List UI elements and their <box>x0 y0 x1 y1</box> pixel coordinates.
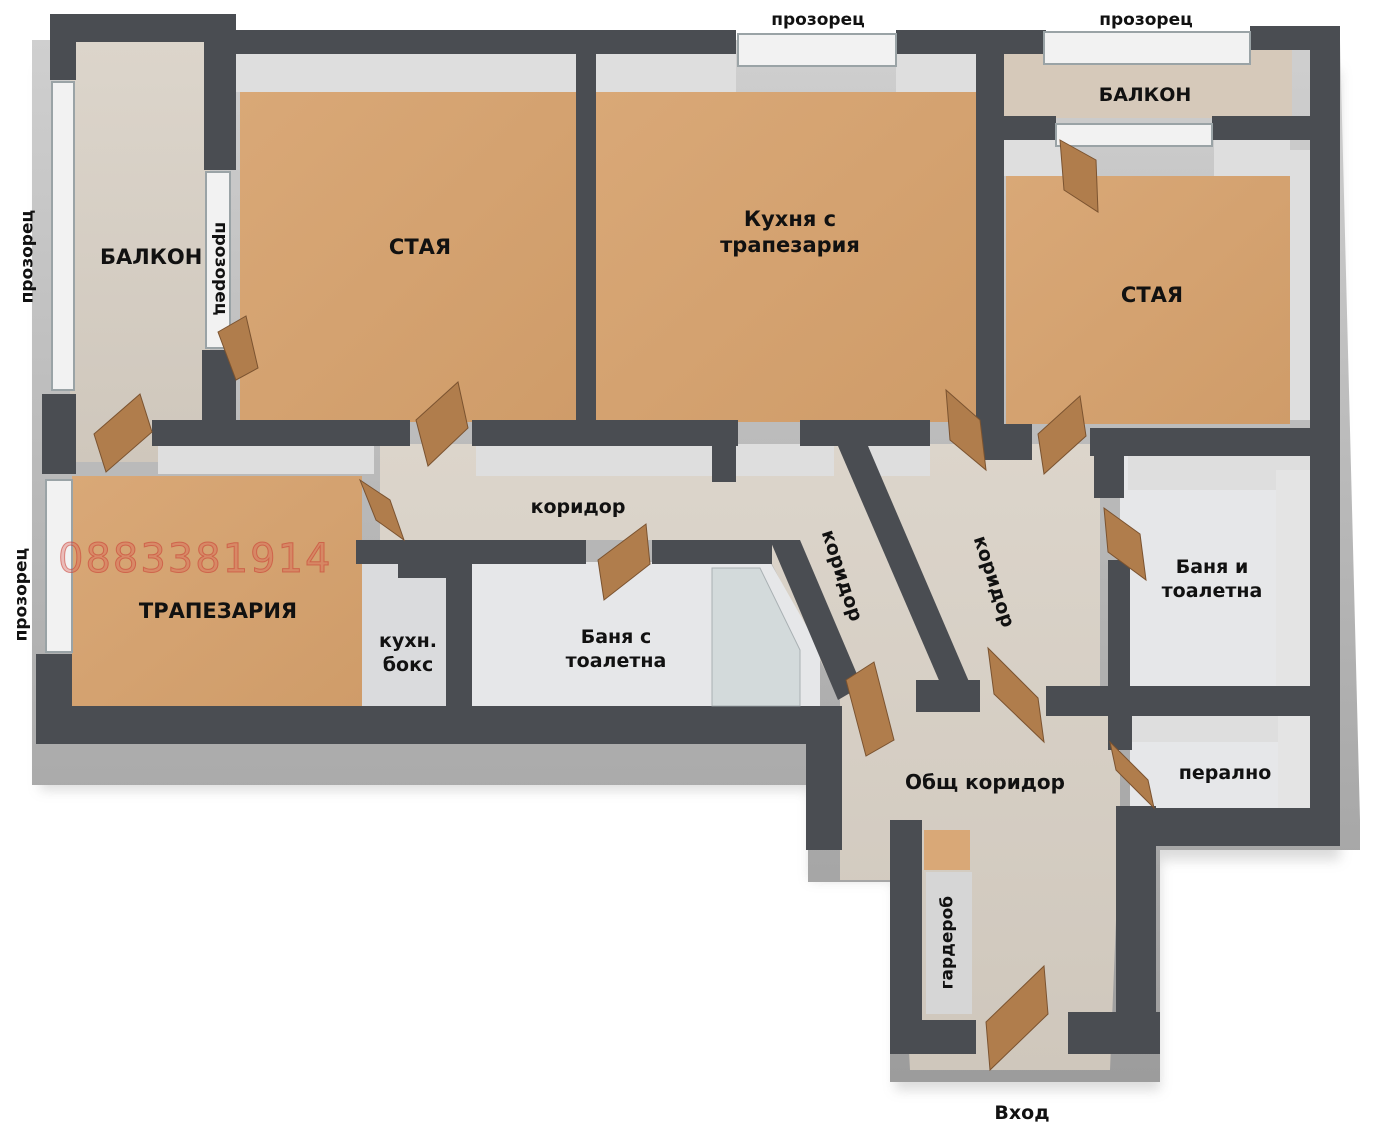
label-kitchen-box: кухн. бокс <box>379 630 437 676</box>
floor-kitchen-dining <box>596 92 976 422</box>
label-wardrobe: гардероб <box>937 895 958 990</box>
door-laundry <box>1109 740 1155 810</box>
door-diag <box>845 661 895 757</box>
label-bathroom-right: Баня и тоалетна <box>1161 556 1263 602</box>
label-window-left-lower: прозорец <box>11 547 32 642</box>
label-room-right: СТАЯ <box>1120 283 1184 307</box>
door-corridor-right <box>987 646 1045 744</box>
window-top-right <box>1043 31 1251 65</box>
shower-glass <box>711 567 801 707</box>
door-entrance <box>985 964 1049 1072</box>
label-balcony-left: БАЛКОН <box>100 245 203 269</box>
label-room-left: СТАЯ <box>388 235 452 259</box>
door-bath-center <box>597 523 651 601</box>
phone-watermark: 0883381914 <box>58 536 333 583</box>
door-room-left-corridor <box>415 381 469 467</box>
label-balcony-top-right: БАЛКОН <box>1098 84 1192 106</box>
label-corridor-horizontal: коридор <box>530 496 626 518</box>
label-bathroom-center: Баня с тоалетна <box>565 626 667 672</box>
label-window-top-right: прозорец <box>1099 10 1193 30</box>
door-balcony-right <box>1059 139 1099 213</box>
window-top-center <box>737 33 897 67</box>
label-window-inner: прозорец <box>210 221 231 316</box>
window-inner <box>205 171 231 349</box>
floor-room-right <box>1006 176 1290 424</box>
label-common-corridor: Общ коридор <box>905 770 1065 794</box>
door-balcony-left <box>93 393 153 473</box>
window-balcony-door <box>1055 123 1213 147</box>
label-entrance: Вход <box>994 1102 1050 1124</box>
label-dining: ТРАПЕЗАРИЯ <box>138 599 298 623</box>
door-bath-right <box>1103 506 1147 582</box>
label-window-top-center: прозорец <box>771 10 865 30</box>
door-dining <box>358 478 405 542</box>
wall-tops <box>36 14 1340 1054</box>
label-kitchen-dining: Кухня с трапезария <box>720 207 860 258</box>
label-laundry: перално <box>1178 762 1272 784</box>
doors <box>93 139 1155 1072</box>
floor-balcony-left <box>70 42 210 462</box>
floor-dining <box>72 476 362 708</box>
door-room-right <box>1037 395 1087 475</box>
floor-kitchen-box <box>362 562 448 708</box>
window-left-lower <box>45 479 73 653</box>
wall-faces <box>158 54 1330 1014</box>
door-kitchen <box>945 388 987 472</box>
windows <box>45 31 1251 653</box>
window-left-upper <box>51 81 75 391</box>
door-room-left <box>217 315 259 381</box>
floor-room-left <box>240 92 576 422</box>
label-window-left-upper: прозорец <box>17 209 38 304</box>
